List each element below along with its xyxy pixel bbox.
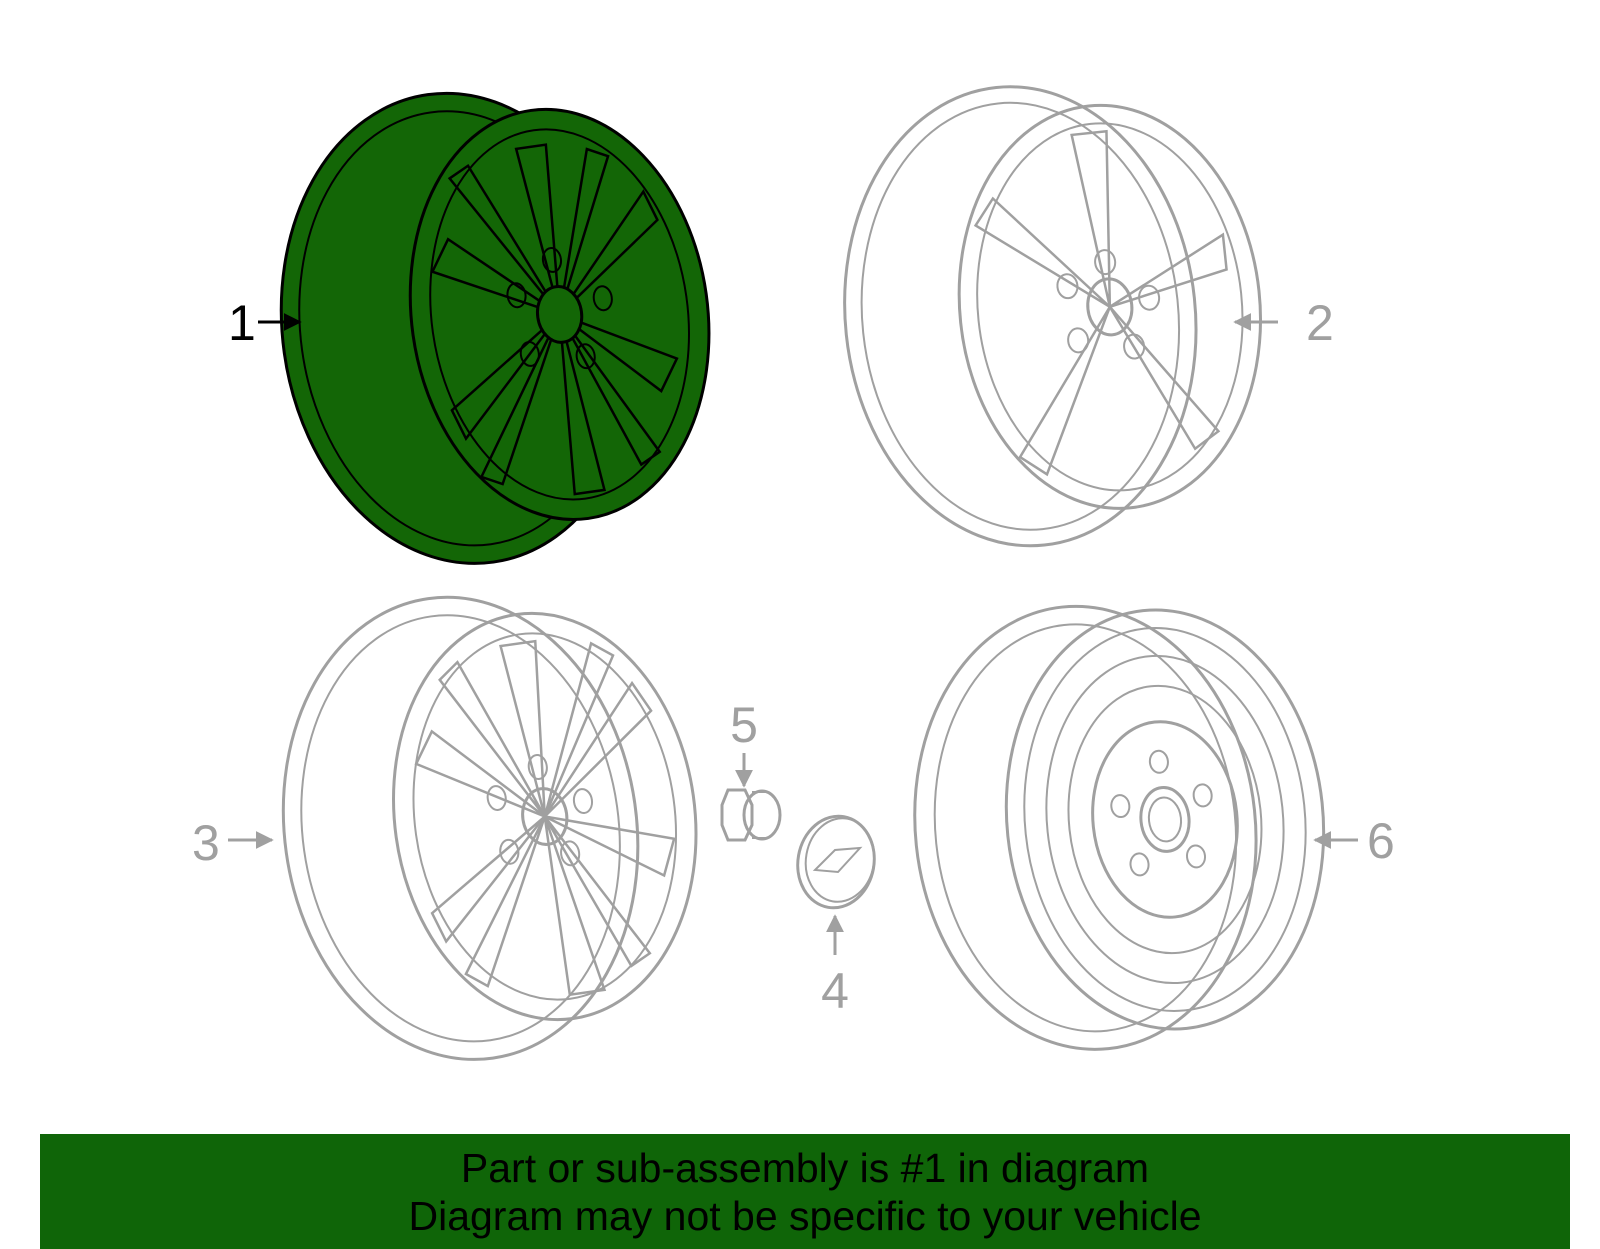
callout-1[interactable]: 1 [228,295,256,351]
callout-5[interactable]: 5 [730,697,758,753]
spare-wheel-part-6[interactable] [893,582,1345,1066]
callout-2[interactable]: 2 [1306,295,1334,351]
footer-line-1: Part or sub-assembly is #1 in diagram [460,1144,1150,1191]
footer-banner: Part or sub-assembly is #1 in diagram Di… [40,1134,1570,1249]
center-cap-part-4[interactable] [791,810,882,914]
footer-line-2: Diagram may not be specific to your vehi… [408,1192,1202,1239]
callout-leaders [228,313,1358,955]
lug-nut-part-5[interactable] [720,788,782,842]
wheel-part-1[interactable] [251,60,739,587]
callout-3[interactable]: 3 [192,815,220,871]
wheel-part-3[interactable] [254,566,726,1083]
callout-4[interactable]: 4 [821,963,849,1019]
wheel-part-2[interactable] [822,62,1283,563]
callout-6[interactable]: 6 [1367,813,1395,869]
